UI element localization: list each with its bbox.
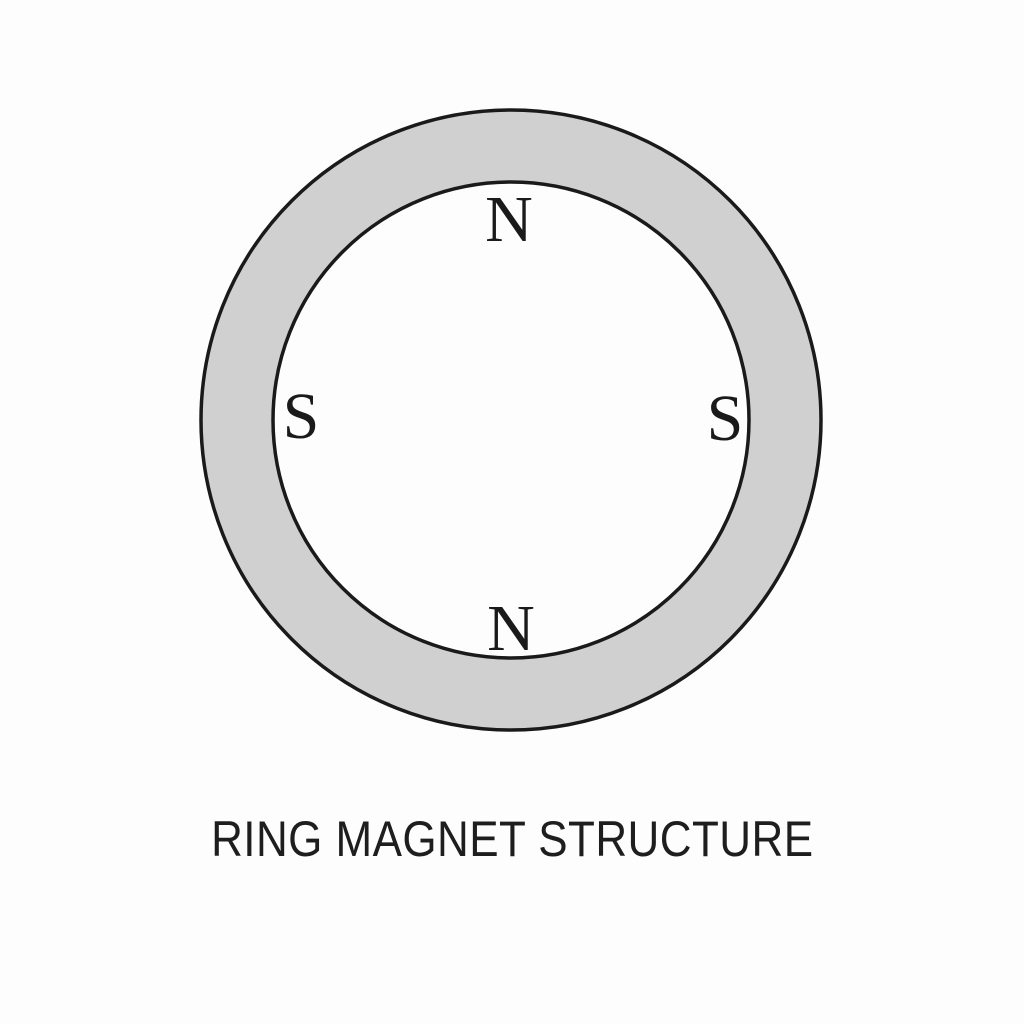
ring-inner-circle	[271, 180, 751, 660]
pole-label-north-bottom: N	[487, 592, 535, 665]
diagram-title: RING MAGNET STRUCTURE	[0, 810, 1024, 868]
pole-label-south-left: S	[282, 380, 320, 453]
diagram-title-text: RING MAGNET STRUCTURE	[210, 811, 814, 867]
pole-label-north-top: N	[485, 183, 533, 256]
pole-label-south-right: S	[706, 382, 744, 455]
